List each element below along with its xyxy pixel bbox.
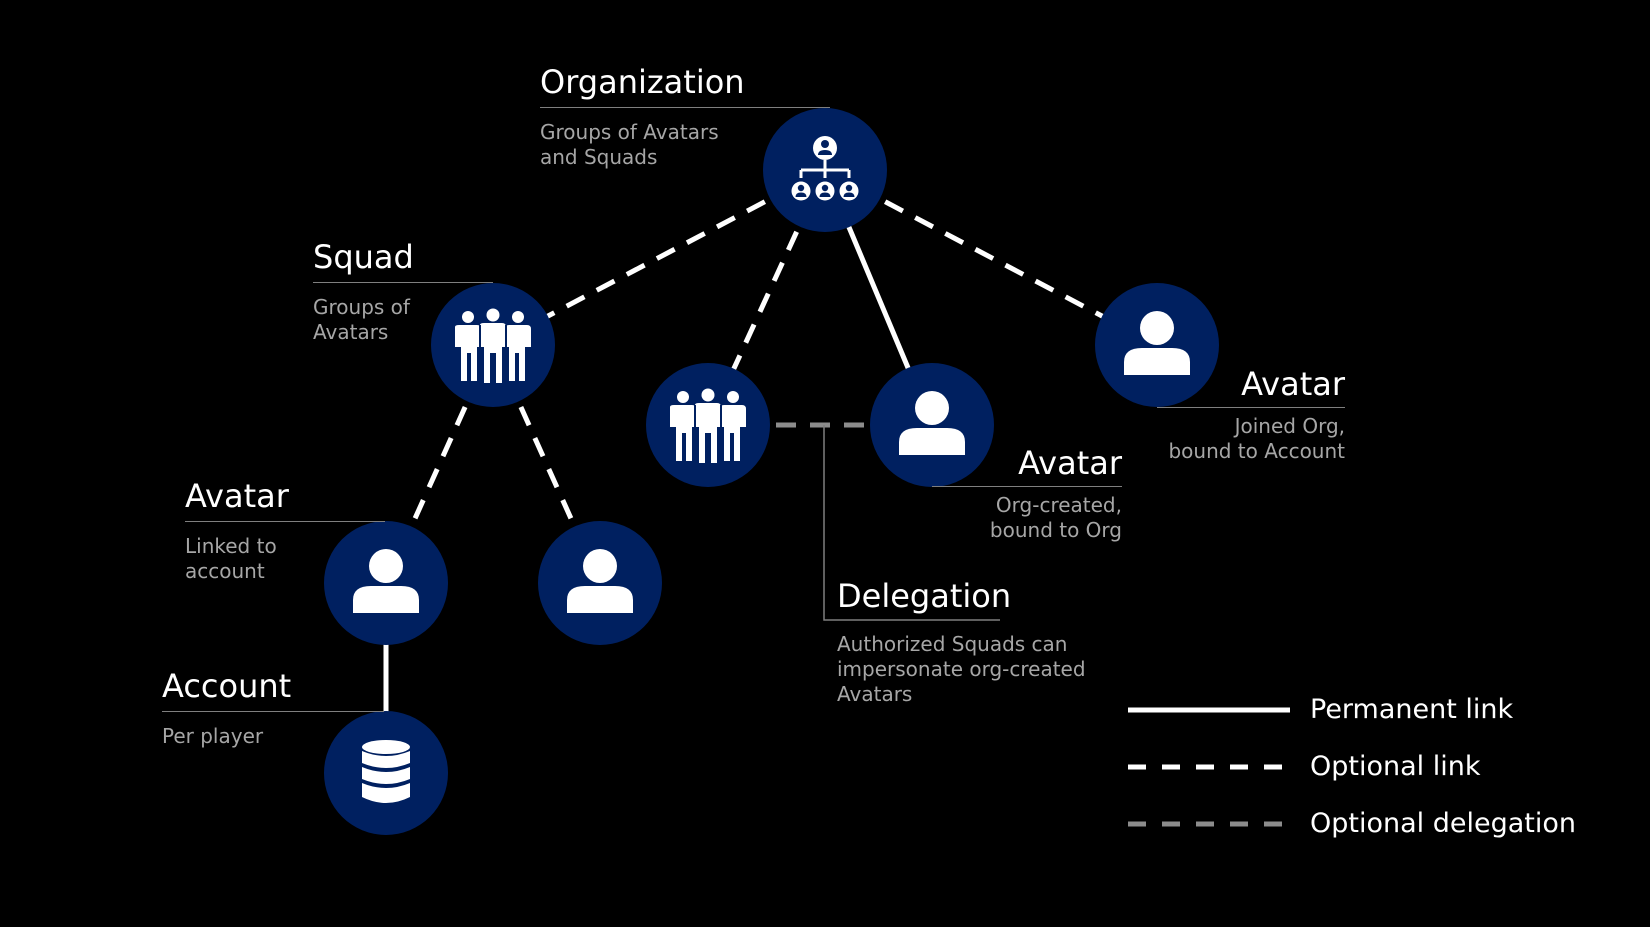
- optional-link: [491, 167, 827, 348]
- account-title: Account: [162, 667, 292, 705]
- avatar-joined-rule: [1157, 407, 1345, 408]
- account-rule: [162, 711, 384, 712]
- avatar-joined-title: Avatar: [1241, 365, 1345, 403]
- squad-node: [431, 283, 555, 407]
- squad-desc-line1: Groups of: [313, 295, 410, 319]
- squad-title: Squad: [313, 238, 414, 276]
- avatar-linked-rule: [185, 521, 385, 522]
- delegation-desc-line3: Avatars: [837, 682, 913, 706]
- delegation-callout-line: [823, 425, 1000, 621]
- avatar-org-rule: [932, 486, 1122, 487]
- organization-node: [763, 108, 887, 232]
- avatar-org-title: Avatar: [1018, 444, 1122, 482]
- delegation-title: Delegation: [837, 577, 1012, 615]
- squad-rule: [313, 282, 493, 283]
- legend-delegation-label: Optional delegation: [1310, 808, 1577, 839]
- linked-avatar-node: [324, 521, 448, 645]
- org-squad-node: [646, 363, 770, 487]
- organization-desc-line1: Groups of Avatars: [540, 120, 719, 144]
- avatar-org-desc-line1: Org-created,: [995, 493, 1122, 517]
- joined-avatar-node: [1095, 283, 1219, 407]
- organization-desc-line2: and Squads: [540, 145, 658, 169]
- avatar-joined-desc-line1: Joined Org,: [1234, 414, 1345, 438]
- delegation-desc-line2: impersonate org-created: [837, 657, 1086, 681]
- organization-rule: [540, 107, 830, 108]
- avatar-linked-desc-line2: account: [185, 559, 265, 583]
- organization-title: Organization: [540, 63, 745, 101]
- legend-lines: [1128, 707, 1290, 827]
- org-avatar-node: [870, 363, 994, 487]
- legend-optional-label: Optional link: [1310, 751, 1481, 782]
- delegation-desc-line1: Authorized Squads can: [837, 632, 1068, 656]
- avatar-org-desc-line2: bound to Org: [989, 518, 1122, 542]
- squad-desc-line2: Avatars: [313, 320, 389, 344]
- legend-permanent-label: Permanent link: [1310, 694, 1514, 725]
- avatar-linked-title: Avatar: [185, 477, 289, 515]
- squad-avatar-node: [538, 521, 662, 645]
- avatar-linked-desc-line1: Linked to: [185, 534, 277, 558]
- avatar-joined-desc-line2: bound to Account: [1168, 439, 1345, 463]
- account-node: [324, 711, 448, 835]
- account-desc: Per player: [162, 724, 264, 748]
- optional-link: [823, 167, 1159, 348]
